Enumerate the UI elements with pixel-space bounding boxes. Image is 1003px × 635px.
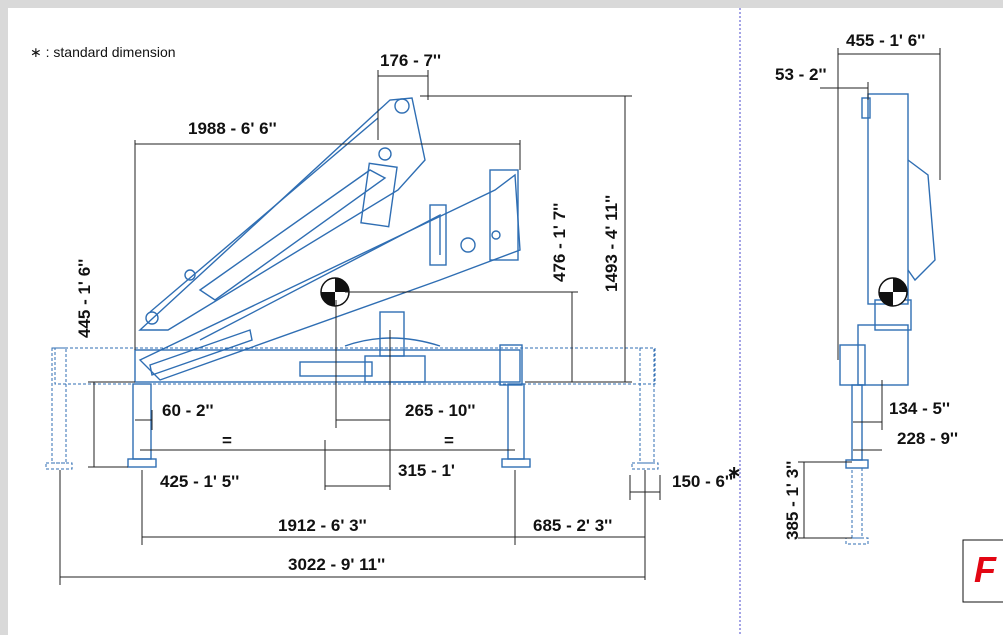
standard-dimension-note: ∗ : standard dimension (30, 44, 176, 60)
dim-3022: 3022 - 9' 11'' (288, 555, 385, 574)
dim-60: 60 - 2'' (162, 401, 214, 420)
dim-385: 385 - 1' 3'' (783, 461, 802, 540)
dim-265: 265 - 10'' (405, 401, 475, 420)
dim-445: 445 - 1' 6'' (75, 259, 94, 338)
dim-1912: 1912 - 6' 3'' (278, 516, 367, 535)
dimension-lines (59, 70, 661, 585)
dim-1988: 1988 - 6' 6'' (188, 119, 277, 138)
dim-150: 150 - 6'' (672, 472, 733, 491)
center-of-gravity-icon (320, 277, 350, 307)
equal-mark-right: = (444, 431, 454, 450)
center-of-gravity-icon-front (878, 277, 908, 307)
dim-455: 455 - 1' 6'' (846, 31, 925, 50)
dim-315: 315 - 1' (398, 461, 455, 480)
dim-176: 176 - 7'' (380, 51, 441, 70)
dim-53: 53 - 2'' (775, 65, 827, 84)
side-view-panel (8, 8, 740, 635)
standard-dimension-star: ∗ (727, 463, 741, 482)
dim-228: 228 - 9'' (897, 429, 958, 448)
front-dimension-lines (798, 48, 941, 539)
crane-side-view (45, 97, 659, 470)
logo-letter: F (974, 549, 997, 590)
dim-476: 476 - 1' 7'' (550, 203, 569, 282)
dim-425: 425 - 1' 5'' (160, 472, 239, 491)
equal-mark-left: = (222, 431, 232, 450)
dim-134: 134 - 5'' (889, 399, 950, 418)
dim-1493: 1493 - 4' 11'' (602, 195, 621, 292)
front-view-panel (740, 8, 1003, 635)
brand-logo: F (962, 539, 1003, 603)
dim-685: 685 - 2' 3'' (533, 516, 612, 535)
